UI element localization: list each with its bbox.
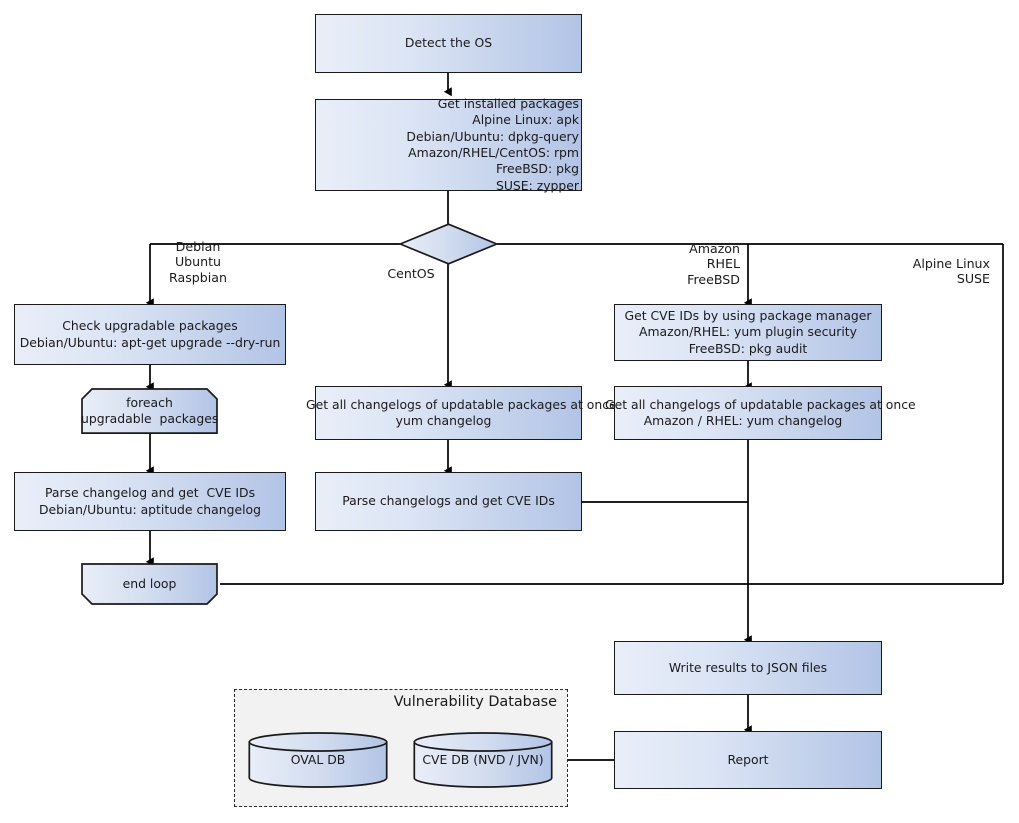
- node-os-decision[interactable]: [397, 223, 500, 265]
- node-get-changelogs-rhel-label: Get all changelogs of updatable packages…: [605, 396, 916, 428]
- node-detect-os-label: Detect the OS: [404, 35, 493, 51]
- node-parse-changelog-left[interactable]: Parse changelog and get CVE IDs Debian/U…: [14, 472, 286, 531]
- branch-label-alpine: Alpine Linux SUSE: [912, 256, 990, 287]
- node-parse-changelogs-centos[interactable]: Parse changelogs and get CVE IDs: [315, 472, 582, 531]
- node-write-results-label: Write results to JSON files: [668, 659, 828, 675]
- node-check-upgradable-label: Check upgradable packages Debian/Ubuntu:…: [19, 318, 281, 350]
- node-foreach-loop-label: foreach upgradable packages: [81, 394, 219, 426]
- branch-label-debian: Debian Ubuntu Raspbian: [169, 239, 227, 285]
- node-get-cve-ids-pkgmgr[interactable]: Get CVE IDs by using package manager Ama…: [614, 304, 882, 361]
- database-cylinder-oval-label: OVAL DB: [290, 752, 346, 767]
- node-check-upgradable[interactable]: Check upgradable packages Debian/Ubuntu:…: [14, 304, 286, 365]
- node-write-results[interactable]: Write results to JSON files: [614, 641, 882, 695]
- node-get-changelogs-rhel[interactable]: Get all changelogs of updatable packages…: [605, 386, 916, 440]
- node-get-installed-packages-label: Get installed packages Alpine Linux: apk…: [406, 95, 579, 193]
- node-get-cve-ids-pkgmgr-label: Get CVE IDs by using package manager Ama…: [624, 307, 872, 356]
- node-report[interactable]: Report: [614, 731, 882, 789]
- database-cylinder-oval[interactable]: OVAL DB: [248, 732, 388, 788]
- database-cylinder-cve[interactable]: CVE DB (NVD / JVN): [413, 732, 553, 788]
- branch-label-amazon: Amazon RHEL FreeBSD: [687, 241, 740, 287]
- node-parse-changelogs-centos-label: Parse changelogs and get CVE IDs: [342, 493, 555, 509]
- node-report-label: Report: [727, 751, 769, 767]
- node-end-loop-label: end loop: [122, 575, 177, 591]
- node-parse-changelog-left-label: Parse changelog and get CVE IDs Debian/U…: [39, 485, 261, 517]
- node-detect-os[interactable]: Detect the OS: [315, 14, 582, 73]
- node-end-loop[interactable]: end loop: [81, 563, 218, 605]
- vulnerability-database-title: Vulnerability Database: [393, 694, 557, 710]
- database-cylinder-cve-label: CVE DB (NVD / JVN): [422, 752, 544, 767]
- node-get-changelogs-centos-label: Get all changelogs of updatable packages…: [306, 396, 617, 428]
- node-foreach-loop[interactable]: foreach upgradable packages: [81, 388, 218, 434]
- node-get-changelogs-centos[interactable]: Get all changelogs of updatable packages…: [306, 386, 617, 440]
- branch-label-centos: CentOS: [387, 266, 435, 281]
- node-get-installed-packages[interactable]: Get installed packages Alpine Linux: apk…: [315, 95, 582, 193]
